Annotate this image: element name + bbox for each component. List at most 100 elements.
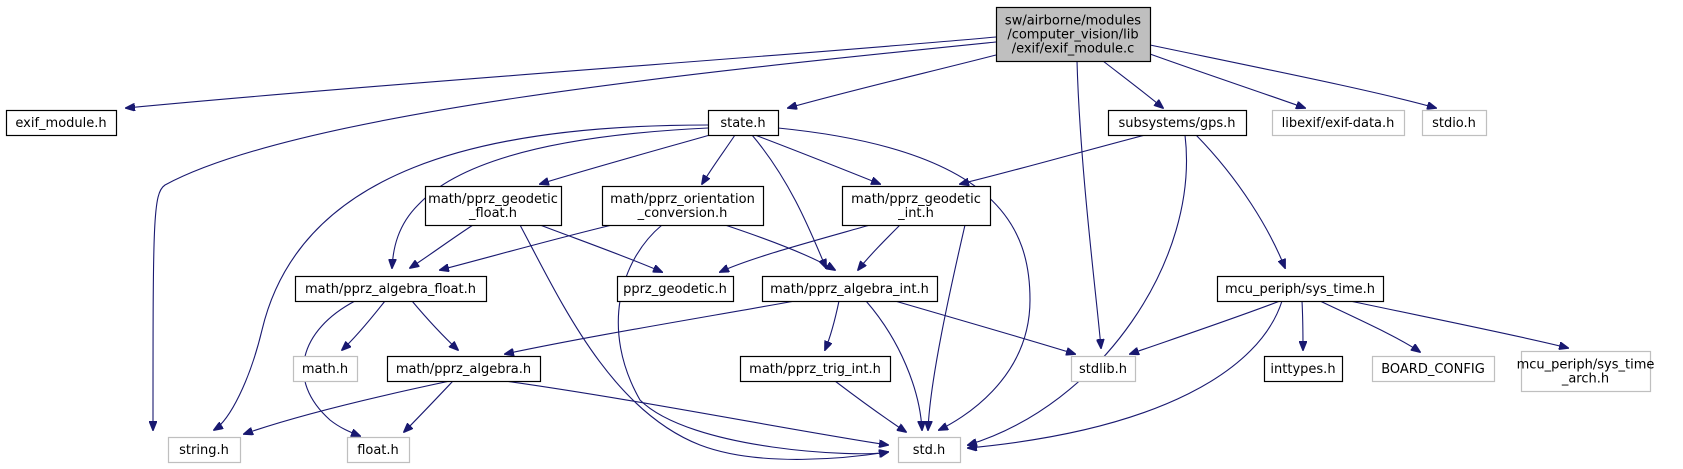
edge-geodetic-int-to-std-h xyxy=(928,224,966,430)
node-string-h-label: string.h xyxy=(179,443,229,458)
node-string-h: string.h xyxy=(167,436,242,464)
node-libexif-label: libexif/exif-data.h xyxy=(1282,116,1395,131)
node-geodetic-float-label: math/pprz_geodetic_float.h xyxy=(428,192,558,221)
node-board-config: BOARD_CONFIG xyxy=(1371,355,1496,383)
edge-algebra-float-to-math-h xyxy=(342,300,386,350)
edge-orientation-conv-to-algebra-int xyxy=(724,224,835,270)
node-exif-module-h-box xyxy=(5,109,118,137)
node-sys-time-arch-label: mcu_periph/sys_time_arch.h xyxy=(1517,358,1655,387)
node-algebra-int-label: math/pprz_algebra_int.h xyxy=(770,282,929,297)
edge-geodetic-int-to-algebra-int xyxy=(858,224,901,270)
node-std-h: std.h xyxy=(897,436,962,464)
node-board-config-label: BOARD_CONFIG xyxy=(1381,362,1485,377)
node-float-h: float.h xyxy=(346,436,411,464)
edge-root-to-stdio-h xyxy=(1149,44,1436,108)
node-string-h-box xyxy=(167,436,242,464)
node-orientation-conv-label: math/pprz_orientation_conversion.h xyxy=(610,192,755,221)
node-libexif-box xyxy=(1271,109,1406,137)
edge-root-to-exif-module-h xyxy=(126,36,997,108)
edge-sys-time-to-std-h xyxy=(968,300,1283,448)
edge-gps-h-to-sys-time xyxy=(1195,134,1285,268)
node-trig-int-box xyxy=(739,355,892,383)
edge-state-h-to-orientation-conv xyxy=(702,134,736,184)
node-orientation-conv-box xyxy=(601,185,765,227)
node-float-h-label: float.h xyxy=(357,443,399,458)
node-algebra-h[interactable]: math/pprz_algebra.h xyxy=(386,355,542,383)
edge-state-h-to-algebra-int xyxy=(751,134,826,268)
node-pprz-geodetic[interactable]: pprz_geodetic.h xyxy=(616,275,735,303)
edge-geodetic-float-to-algebra-float xyxy=(410,224,474,268)
node-geodetic-int[interactable]: math/pprz_geodetic_int.h xyxy=(841,185,992,227)
edge-algebra-int-to-stdlib-h xyxy=(894,300,1075,354)
node-sys-time-arch: mcu_periph/sys_time_arch.h xyxy=(1517,350,1655,393)
node-gps-h[interactable]: subsystems/gps.h xyxy=(1107,109,1248,137)
edge-sys-time-to-stdlib-h xyxy=(1130,300,1281,354)
edge-geodetic-float-to-std-h xyxy=(519,224,888,460)
edge-algebra-h-to-string-h xyxy=(244,380,451,434)
node-stdio-h-label: stdio.h xyxy=(1432,116,1476,131)
node-root[interactable]: sw/airborne/modules/computer_vision/lib/… xyxy=(995,6,1152,63)
edge-sys-time-to-sys-time-arch xyxy=(1349,300,1568,348)
node-math-h-label: math.h xyxy=(302,362,348,377)
node-state-h-label: state.h xyxy=(720,116,765,131)
node-root-box xyxy=(995,6,1152,63)
node-gps-h-label: subsystems/gps.h xyxy=(1118,116,1235,131)
node-state-h[interactable]: state.h xyxy=(707,109,780,137)
node-sys-time[interactable]: mcu_periph/sys_time.h xyxy=(1216,275,1385,303)
edge-gps-h-to-geodetic-int xyxy=(960,134,1146,184)
edge-root-to-string-h xyxy=(153,41,997,430)
node-inttypes-h-label: inttypes.h xyxy=(1270,362,1335,377)
node-inttypes-h[interactable]: inttypes.h xyxy=(1263,355,1344,383)
node-geodetic-float-box xyxy=(424,185,563,227)
edge-state-h-to-geodetic-int xyxy=(754,134,880,184)
edge-algebra-int-to-std-h xyxy=(865,300,922,430)
node-geodetic-float[interactable]: math/pprz_geodetic_float.h xyxy=(424,185,563,227)
edge-algebra-h-to-std-h xyxy=(504,380,888,445)
node-math-h-box xyxy=(292,355,359,383)
node-exif-module-h-label: exif_module.h xyxy=(15,116,106,131)
edge-orientation-conv-to-std-h xyxy=(617,224,888,454)
edge-geodetic-int-to-pprz-geodetic xyxy=(720,224,871,272)
node-algebra-h-box xyxy=(386,355,542,383)
node-geodetic-int-label: math/pprz_geodetic_int.h xyxy=(851,192,981,221)
edge-state-h-to-algebra-float xyxy=(392,127,709,268)
node-board-config-box xyxy=(1371,355,1496,383)
node-math-h: math.h xyxy=(292,355,359,383)
edge-algebra-float-to-float-h xyxy=(303,300,360,436)
node-pprz-geodetic-label: pprz_geodetic.h xyxy=(623,282,727,297)
node-orientation-conv[interactable]: math/pprz_orientation_conversion.h xyxy=(601,185,765,227)
node-state-h-box xyxy=(707,109,780,137)
node-stdlib-h: stdlib.h xyxy=(1070,355,1137,383)
edge-state-h-to-geodetic-float xyxy=(540,134,711,184)
edge-sys-time-to-board-config xyxy=(1319,300,1420,352)
node-std-h-label: std.h xyxy=(913,443,946,458)
node-stdio-h: stdio.h xyxy=(1421,109,1488,137)
node-algebra-float[interactable]: math/pprz_algebra_float.h xyxy=(294,275,488,303)
nodes-layer: sw/airborne/modules/computer_vision/lib/… xyxy=(5,6,1655,464)
edge-algebra-h-to-float-h xyxy=(404,380,454,432)
node-gps-h-box xyxy=(1107,109,1248,137)
edge-root-to-gps-h xyxy=(1102,60,1163,108)
node-exif-module-h[interactable]: exif_module.h xyxy=(5,109,118,137)
node-algebra-float-label: math/pprz_algebra_float.h xyxy=(305,282,476,297)
node-algebra-int-box xyxy=(761,275,939,303)
edge-geodetic-float-to-pprz-geodetic xyxy=(539,224,662,272)
edges-layer xyxy=(126,36,1568,460)
node-inttypes-h-box xyxy=(1263,355,1344,383)
edge-algebra-int-to-algebra-h xyxy=(505,300,796,354)
edge-gps-h-to-std-h xyxy=(968,134,1187,445)
edge-algebra-int-to-trig-int xyxy=(825,300,840,350)
node-trig-int[interactable]: math/pprz_trig_int.h xyxy=(739,355,892,383)
node-stdlib-h-box xyxy=(1070,355,1137,383)
node-float-h-box xyxy=(346,436,411,464)
node-algebra-h-label: math/pprz_algebra.h xyxy=(396,362,531,377)
edge-root-to-stdlib-h xyxy=(1076,60,1101,348)
node-pprz-geodetic-box xyxy=(616,275,735,303)
edge-algebra-float-to-algebra-h xyxy=(411,300,458,350)
edge-root-to-state-h xyxy=(788,54,997,108)
node-algebra-int[interactable]: math/pprz_algebra_int.h xyxy=(761,275,939,303)
node-algebra-float-box xyxy=(294,275,488,303)
node-root-label: sw/airborne/modules/computer_vision/lib/… xyxy=(1005,14,1141,57)
edge-sys-time-to-inttypes-h xyxy=(1302,300,1303,350)
